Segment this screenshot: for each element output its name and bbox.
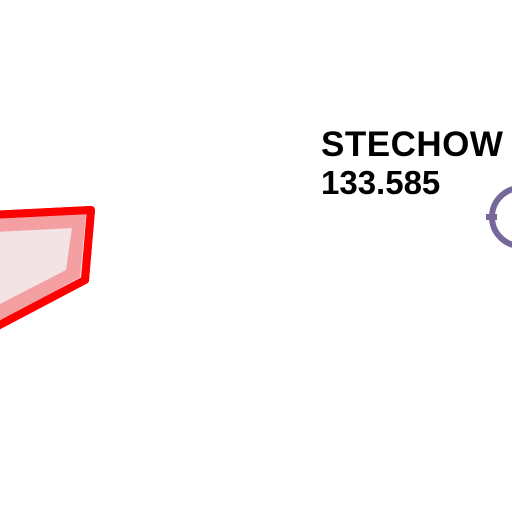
airspace-inner-band (0, 214, 86, 322)
airspace-outline (0, 206, 95, 330)
navaid-frequency: 133.585 (321, 164, 441, 201)
navaid-label[interactable]: STECHOW 133.585 (321, 126, 503, 202)
airspace-area[interactable] (0, 206, 95, 330)
navaid-name: STECHOW (321, 125, 504, 164)
vor-navaid-icon[interactable] (486, 186, 512, 248)
